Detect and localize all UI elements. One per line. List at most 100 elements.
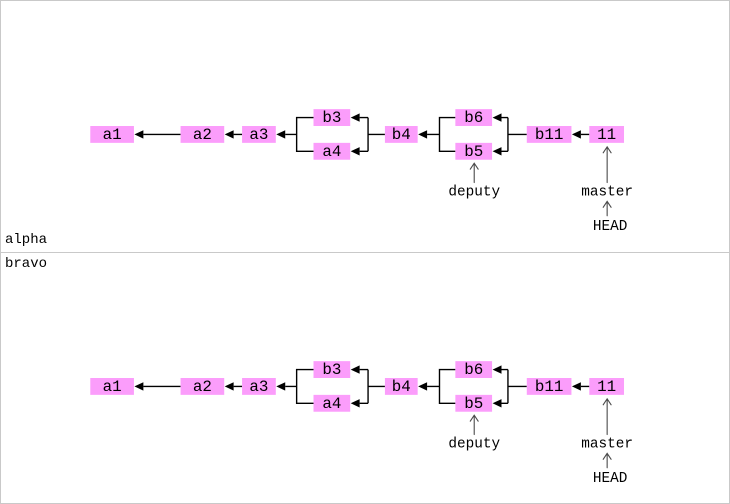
edge-split-b4-to-b3-a4 <box>350 113 385 156</box>
ref-head: HEAD <box>593 452 628 487</box>
commit-label: a3 <box>249 126 268 144</box>
commit-box <box>526 126 572 143</box>
commit-node-a3: a3 <box>242 378 276 396</box>
commit-label: a4 <box>322 143 341 161</box>
commit-label: a4 <box>322 395 341 413</box>
edge-a2-a1 <box>134 130 181 139</box>
edge-merge-b3-a4-to-a3 <box>276 368 314 404</box>
commit-node-11: 11 <box>589 378 625 396</box>
commit-label: a3 <box>249 378 268 396</box>
ref-deputy: deputy <box>448 414 500 452</box>
commit-label: b3 <box>322 109 341 127</box>
commit-box <box>526 378 572 395</box>
commit-node-b5: b5 <box>455 142 493 161</box>
edge-split-b11-to-b6-b5 <box>492 113 527 156</box>
commit-node-b11: b11 <box>526 378 572 396</box>
ref-deputy: deputy <box>448 162 500 200</box>
panel-alpha: a1 a2 a3 b3 a4 <box>1 1 729 252</box>
commit-node-a1: a1 <box>90 126 134 144</box>
commit-node-a1: a1 <box>90 378 134 396</box>
edge-merge-b6-b5-to-b4 <box>418 116 456 152</box>
commit-label: b4 <box>392 126 411 144</box>
commit-box <box>242 126 276 143</box>
commit-graph-svg: a1 a2 a3 b3 a4 <box>90 361 633 487</box>
edge-11-b11 <box>571 382 590 391</box>
commit-node-b11: b11 <box>526 126 572 144</box>
commit-box <box>384 378 418 395</box>
up-arrow-icon <box>469 162 479 184</box>
commit-label: b5 <box>464 143 483 161</box>
commit-box <box>313 142 351 160</box>
ref-head: HEAD <box>593 200 628 235</box>
commit-box <box>313 394 351 412</box>
commit-box <box>455 142 493 160</box>
commit-node-b5: b5 <box>455 394 493 413</box>
commit-node-a4: a4 <box>313 394 351 413</box>
edge-a3-a2 <box>224 130 243 139</box>
edge-11-b11 <box>571 130 590 139</box>
commit-node-b6: b6 <box>455 109 493 127</box>
commit-box <box>242 378 276 395</box>
panel-label-alpha: alpha <box>5 232 48 248</box>
ref-label-deputy: deputy <box>448 436 500 452</box>
commit-node-a2: a2 <box>180 126 225 144</box>
up-arrow-icon <box>602 145 612 184</box>
commit-box <box>90 378 134 395</box>
commit-box <box>455 361 493 378</box>
up-arrow-icon <box>602 200 612 217</box>
commit-node-b4: b4 <box>384 126 418 144</box>
commit-node-b3: b3 <box>313 109 351 127</box>
commit-label: 11 <box>597 378 616 396</box>
commit-box <box>384 126 418 143</box>
commit-label: b6 <box>464 109 483 127</box>
commit-node-a2: a2 <box>180 378 225 396</box>
commit-label: b11 <box>535 126 564 144</box>
commit-box <box>589 126 625 143</box>
ref-master: master <box>581 145 633 200</box>
edge-split-b4-to-b3-a4 <box>350 365 385 408</box>
ref-label-head: HEAD <box>593 219 628 235</box>
commit-label: a1 <box>103 378 122 396</box>
commit-node-b6: b6 <box>455 361 493 379</box>
commit-label: a2 <box>193 126 212 144</box>
edge-a3-a2 <box>224 382 243 391</box>
commit-box <box>180 126 225 143</box>
up-arrow-icon <box>469 414 479 436</box>
commit-graph-alpha: a1 a2 a3 b3 a4 <box>1 1 729 251</box>
ref-label-head: HEAD <box>593 471 628 487</box>
ref-label-deputy: deputy <box>448 184 500 200</box>
up-arrow-icon <box>602 397 612 436</box>
commit-label: b3 <box>322 361 341 379</box>
commit-node-a4: a4 <box>313 142 351 161</box>
commit-node-b4: b4 <box>384 378 418 396</box>
commit-node-b3: b3 <box>313 361 351 379</box>
commit-graph-svg: a1 a2 a3 b3 a4 <box>90 109 633 235</box>
commit-box <box>589 378 625 395</box>
commit-box <box>90 126 134 143</box>
edge-merge-b3-a4-to-a3 <box>276 116 314 152</box>
commit-box <box>180 378 225 395</box>
panel-bravo: a1 a2 a3 b3 a4 <box>1 252 729 503</box>
ref-master: master <box>581 397 633 452</box>
commit-label: 11 <box>597 126 616 144</box>
commit-label: b4 <box>392 378 411 396</box>
ref-label-master: master <box>581 436 633 452</box>
commit-label: b5 <box>464 395 483 413</box>
edge-a2-a1 <box>134 382 181 391</box>
panel-label-bravo: bravo <box>5 256 48 272</box>
commit-box <box>455 394 493 412</box>
commit-node-a3: a3 <box>242 126 276 144</box>
commit-label: b6 <box>464 361 483 379</box>
commit-box <box>313 109 351 126</box>
commit-label: a1 <box>103 126 122 144</box>
commit-label: a2 <box>193 378 212 396</box>
commit-graph-bravo: a1 a2 a3 b3 a4 <box>1 253 729 503</box>
commit-node-11: 11 <box>589 126 625 144</box>
commit-box <box>313 361 351 378</box>
commit-box <box>455 109 493 126</box>
edge-merge-b6-b5-to-b4 <box>418 368 456 404</box>
edge-split-b11-to-b6-b5 <box>492 365 527 408</box>
up-arrow-icon <box>602 452 612 469</box>
commit-label: b11 <box>535 378 564 396</box>
